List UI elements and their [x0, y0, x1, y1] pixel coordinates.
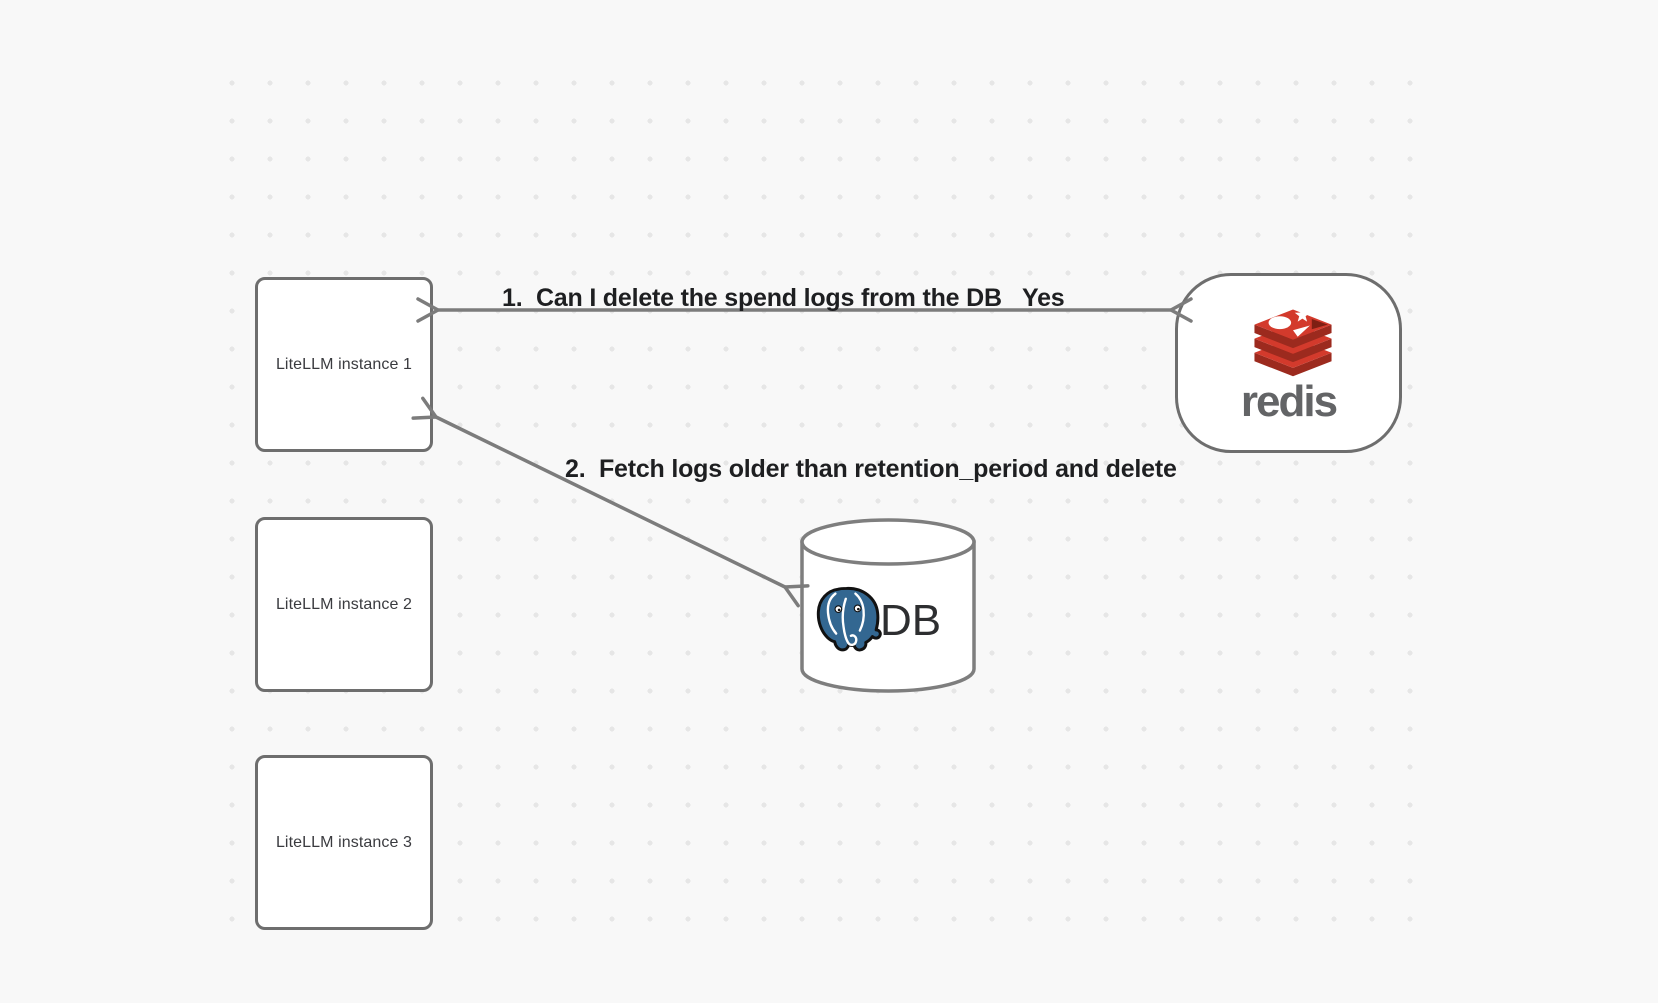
db-cylinder-shape[interactable]	[799, 517, 977, 693]
arrow-litellm-db[interactable]	[411, 396, 810, 608]
node-label: LiteLLM instance 2	[275, 595, 413, 613]
db-label: DB	[880, 596, 942, 645]
arrow2-label[interactable]: 2. Fetch logs older than retention_perio…	[565, 455, 1177, 483]
arrow1-response-label[interactable]: Yes	[1022, 284, 1065, 312]
db-node-content: DB	[810, 584, 941, 658]
node-label: LiteLLM instance 1	[275, 355, 413, 373]
node-litellm-instance-1[interactable]: LiteLLM instance 1	[255, 277, 433, 452]
arrow1-label[interactable]: 1. Can I delete the spend logs from the …	[502, 284, 1002, 312]
redis-stack-icon	[1253, 307, 1332, 377]
postgresql-elephant-icon	[816, 586, 882, 652]
redis-wordmark: redis	[1240, 377, 1338, 426]
node-label: LiteLLM instance 3	[275, 833, 413, 851]
node-redis[interactable]: redis	[1175, 273, 1402, 453]
node-litellm-instance-3[interactable]: LiteLLM instance 3	[255, 755, 433, 930]
